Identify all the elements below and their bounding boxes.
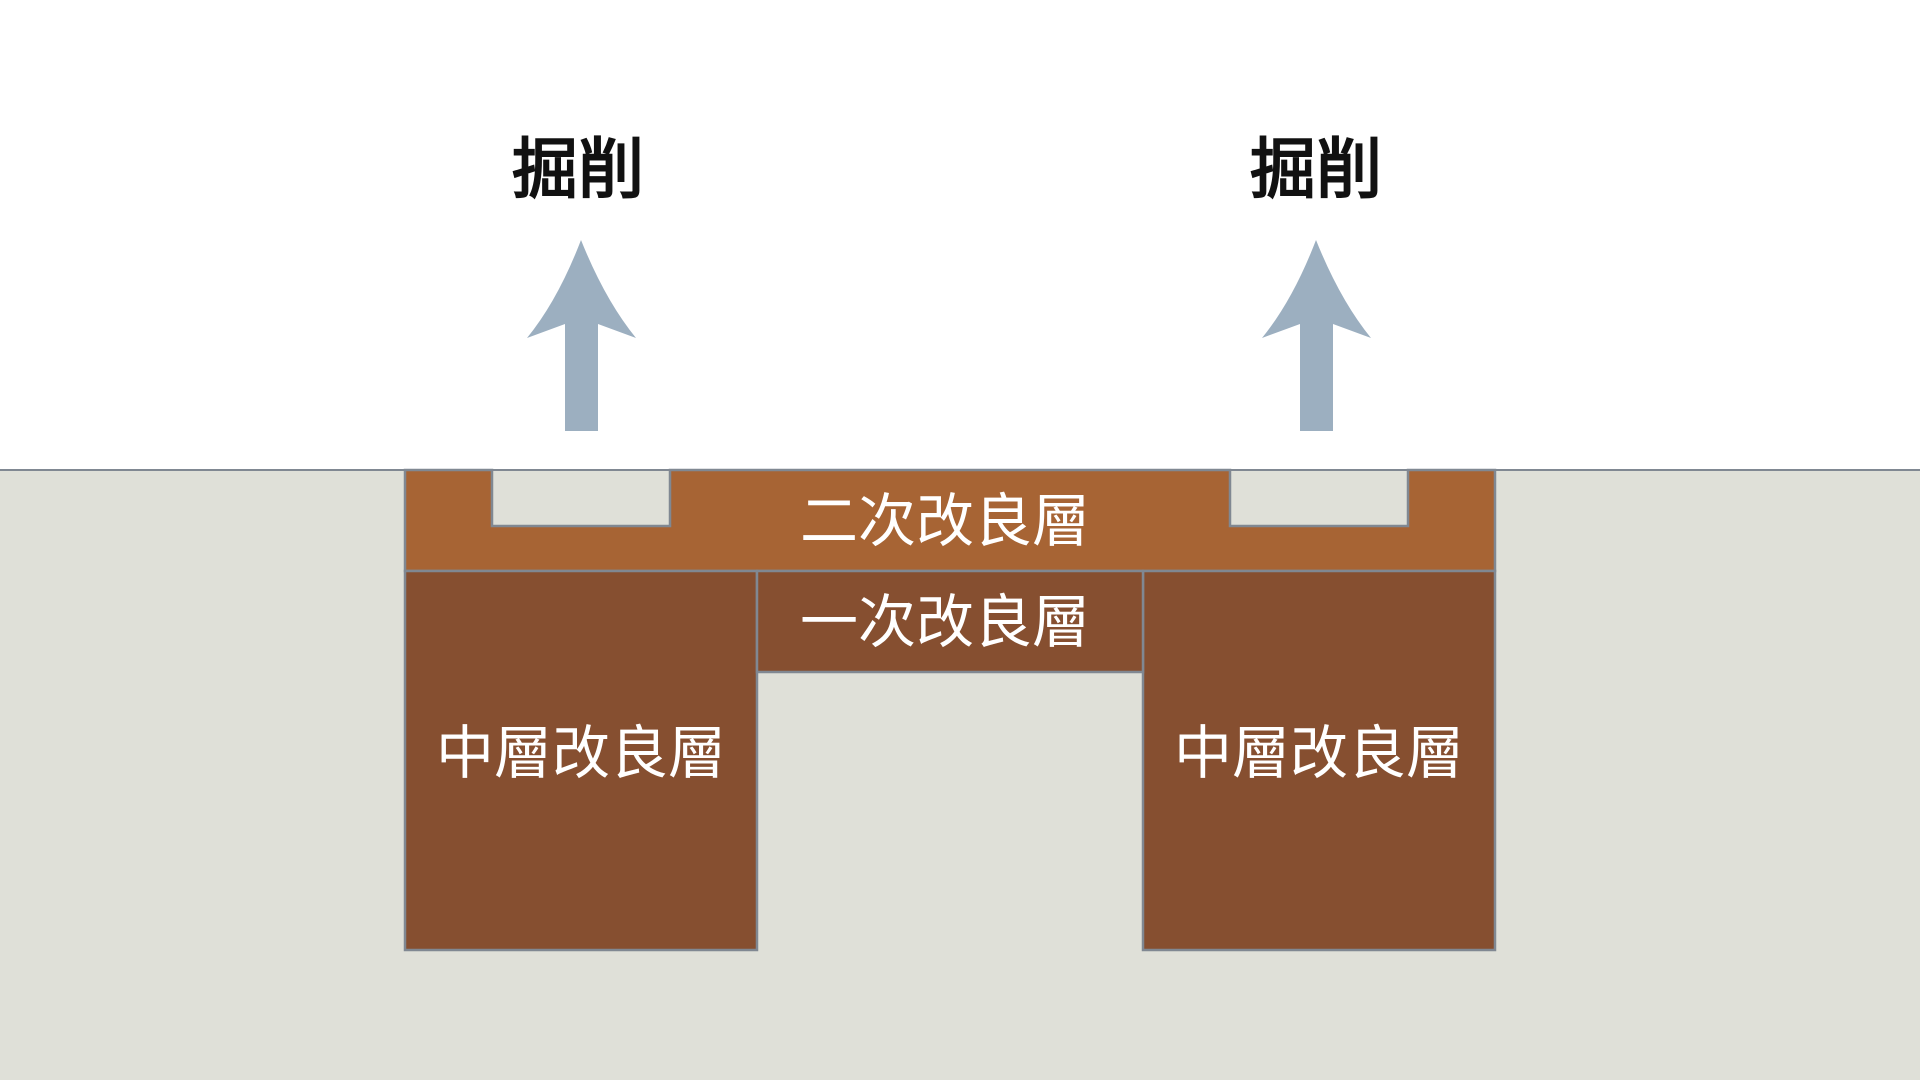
secondary-layer-label: 二次改良層 <box>800 487 1090 555</box>
middle-layer-label-left: 中層改良層 <box>436 719 726 787</box>
primary-improvement-layer <box>755 569 1145 674</box>
middle-improvement-layer-right <box>1141 569 1497 952</box>
primary-layer-label: 一次改良層 <box>800 588 1090 656</box>
middle-layer-label-right: 中層改良層 <box>1174 719 1464 787</box>
arrow-up-icon <box>1262 240 1371 431</box>
excavation-label-right: 掘削 <box>1250 131 1382 208</box>
middle-improvement-layer-left <box>403 569 759 952</box>
excavation-label-left: 掘削 <box>512 131 644 208</box>
arrow-up-icon <box>527 240 636 431</box>
